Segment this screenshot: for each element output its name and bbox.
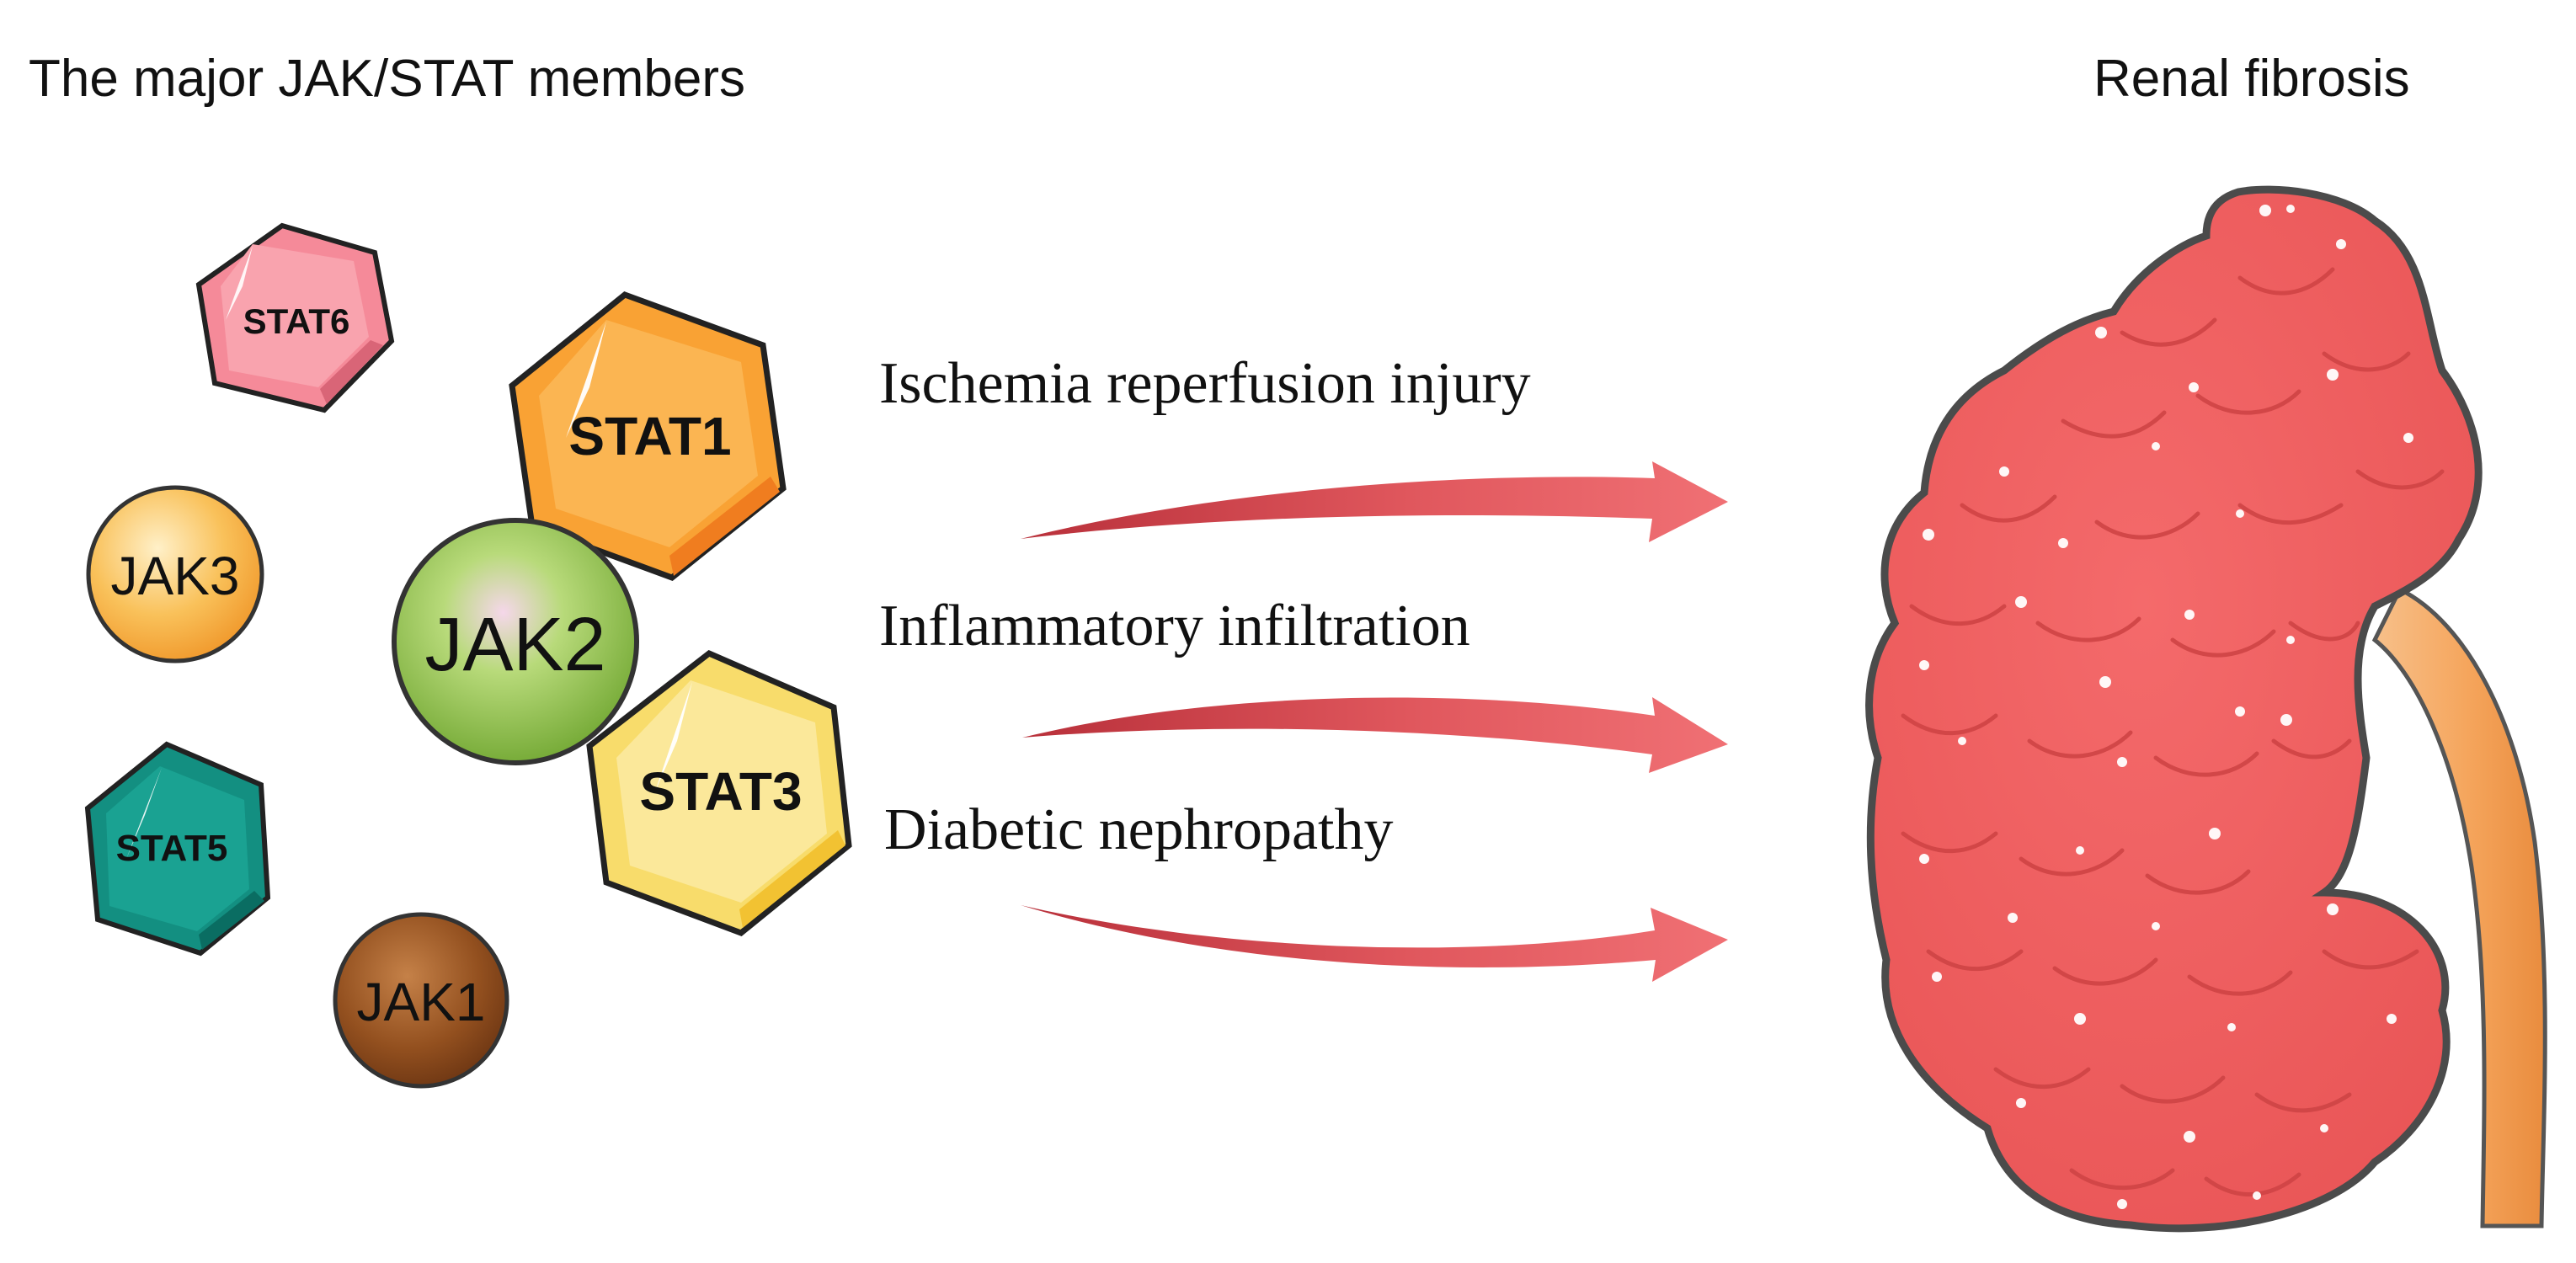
arrow-ischemia — [1021, 461, 1728, 542]
cause-diabetic-nephropathy: Diabetic nephropathy — [884, 797, 1394, 862]
jak-stat-members-title: The major JAK/STAT members — [29, 50, 745, 108]
stat5-molecule: STAT5 — [84, 741, 271, 957]
stat6-molecule: STAT6 — [195, 222, 395, 413]
cause-ischemia-reperfusion: Ischemia reperfusion injury — [879, 351, 1531, 416]
arrow-inflammation — [1022, 697, 1728, 773]
jak2-molecule: JAK2 — [392, 518, 639, 765]
jak2-label: JAK2 — [424, 603, 605, 687]
jak3-label: JAK3 — [111, 546, 240, 606]
jak1-molecule: JAK1 — [333, 912, 509, 1089]
stat1-label: STAT1 — [568, 406, 731, 466]
arrow-diabetic — [1021, 905, 1728, 982]
fibrotic-kidney — [1865, 185, 2483, 1233]
stat5-label: STAT5 — [116, 828, 228, 869]
cause-inflammatory-infiltration: Inflammatory infiltration — [879, 594, 1470, 658]
stat3-label: STAT3 — [639, 761, 802, 822]
stat3-molecule: STAT3 — [586, 649, 852, 936]
stat1-molecule: STAT1 — [509, 291, 787, 581]
stat6-label: STAT6 — [243, 301, 350, 341]
ureter — [2371, 586, 2547, 1228]
renal-fibrosis-title: Renal fibrosis — [2093, 50, 2410, 108]
jak3-molecule: JAK3 — [86, 485, 264, 663]
jak1-label: JAK1 — [357, 972, 486, 1032]
